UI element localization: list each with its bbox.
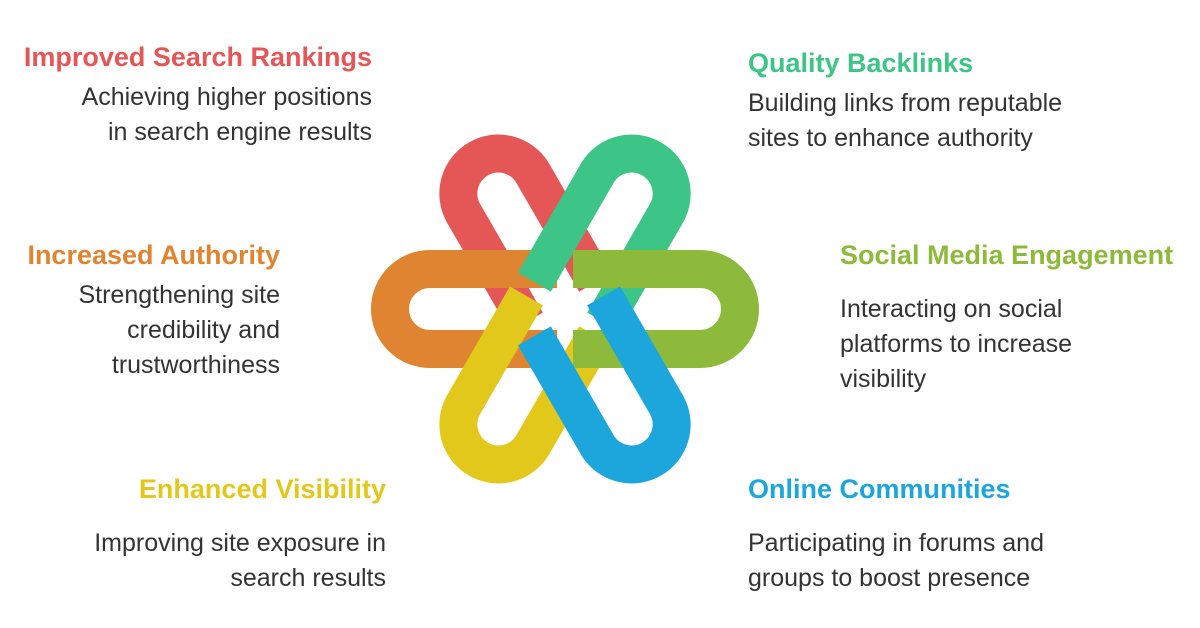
item-title: Improved Search Rankings — [23, 42, 372, 72]
item-description: Interacting on social platforms to incre… — [840, 295, 1073, 393]
item-title: Enhanced Visibility — [138, 474, 386, 504]
item-social-media-engagement: Social Media Engagement Interacting on s… — [840, 238, 1173, 397]
blue-loop — [517, 286, 691, 484]
item-title: Social Media Engagement — [840, 240, 1174, 270]
item-title: Online Communities — [748, 474, 1011, 504]
lime-loop — [573, 250, 759, 368]
item-quality-backlinks: Quality Backlinks Building links from re… — [748, 46, 1062, 156]
item-description: Improving site exposure in search result… — [94, 529, 386, 592]
item-description: Participating in forums and groups to bo… — [748, 529, 1044, 592]
item-enhanced-visibility: Enhanced Visibility Improving site expos… — [94, 472, 386, 596]
item-description: Strengthening site credibility and trust… — [78, 281, 280, 379]
item-description: Achieving higher positions in search eng… — [81, 83, 372, 146]
item-title: Increased Authority — [27, 240, 280, 270]
item-increased-authority: Increased Authority Strengthening site c… — [27, 238, 280, 383]
red-loop — [439, 134, 613, 332]
interlocking-links-graphic — [371, 134, 759, 484]
item-online-communities: Online Communities Participating in foru… — [748, 472, 1044, 596]
item-title: Quality Backlinks — [748, 48, 974, 78]
orange-loop — [371, 250, 557, 368]
item-improved-search-rankings: Improved Search Rankings Achieving highe… — [24, 40, 372, 150]
yellow-loop — [439, 286, 613, 484]
green-loop — [517, 134, 691, 332]
item-description: Building links from reputable sites to e… — [748, 89, 1063, 152]
